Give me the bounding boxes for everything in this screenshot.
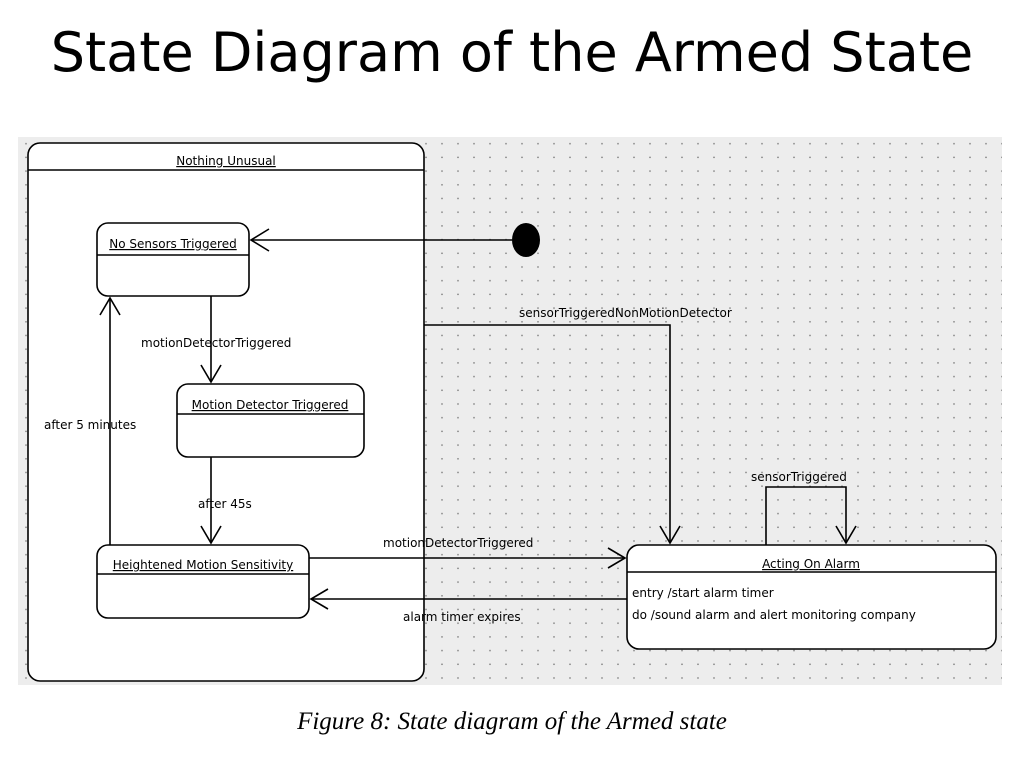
transition-alarm-timer-expires: alarm timer expires (309, 588, 627, 624)
transition-after-5-minutes: after 5 minutes (44, 296, 136, 545)
transition-label: motionDetectorTriggered (383, 536, 533, 550)
state-heightened-motion-sensitivity: Heightened Motion Sensitivity (96, 544, 310, 619)
transition-label: alarm timer expires (403, 610, 521, 624)
state-name: Motion Detector Triggered (192, 398, 349, 412)
transition-after-45s: after 45s (198, 457, 252, 545)
transition-label: after 45s (198, 497, 252, 511)
composite-state-name: Nothing Unusual (176, 154, 276, 168)
transition-label: sensorTriggeredNonMotionDetector (519, 306, 732, 320)
figure-caption: Figure 8: State diagram of the Armed sta… (297, 708, 727, 735)
state-name: Acting On Alarm (762, 557, 860, 571)
transition-initial (249, 228, 512, 252)
state-no-sensors-triggered: No Sensors Triggered (96, 222, 250, 297)
page-title: State Diagram of the Armed State (50, 21, 974, 84)
transition-label: motionDetectorTriggered (141, 336, 291, 350)
initial-state-dot (512, 223, 540, 257)
state-name: No Sensors Triggered (109, 237, 236, 251)
transition-sensor-triggered-non-motion-detector: sensorTriggeredNonMotionDetector (424, 306, 732, 545)
transition-label: sensorTriggered (751, 470, 847, 484)
state-name: Heightened Motion Sensitivity (113, 558, 293, 572)
transition-sensor-triggered-self: sensorTriggered (751, 470, 857, 545)
state-acting-on-alarm: Acting On Alarm entry /start alarm timer… (626, 544, 997, 650)
transition-label: after 5 minutes (44, 418, 136, 432)
transition-motion-detector-triggered: motionDetectorTriggered (141, 296, 291, 384)
state-do-activity: do /sound alarm and alert monitoring com… (632, 608, 916, 622)
state-motion-detector-triggered: Motion Detector Triggered (176, 383, 365, 458)
transition-motion-detector-triggered-to-alarm: motionDetectorTriggered (309, 536, 627, 569)
state-entry-action: entry /start alarm timer (632, 586, 774, 600)
